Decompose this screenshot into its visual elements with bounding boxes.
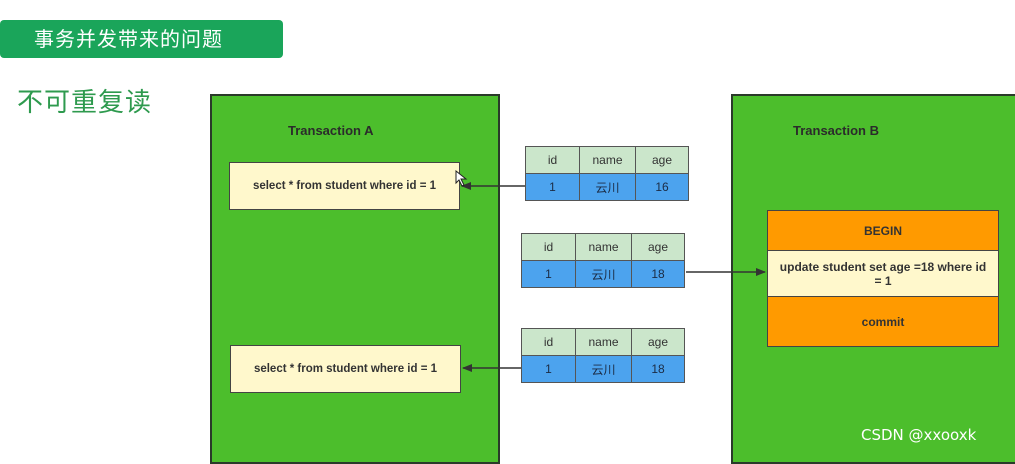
transaction-b-title: Transaction B	[793, 123, 879, 138]
begin-statement: BEGIN	[767, 210, 999, 251]
result-table-initial: id name age 1 云川 16	[525, 146, 689, 201]
table-cell-id: 1	[525, 173, 580, 201]
update-statement: update student set age =18 where id = 1	[767, 251, 999, 297]
transaction-a-panel: Transaction A	[210, 94, 500, 464]
mouse-pointer-icon	[455, 170, 468, 187]
transaction-a-first-select: select * from student where id = 1	[229, 162, 460, 210]
page-title-badge: 事务并发带来的问题	[0, 20, 283, 58]
table-cell-id: 1	[521, 260, 576, 288]
section-subtitle: 不可重复读	[17, 88, 153, 118]
transaction-a-title: Transaction A	[288, 123, 374, 138]
result-table-reread: id name age 1 云川 18	[521, 328, 685, 383]
table-header-age: age	[631, 328, 685, 356]
table-cell-age: 18	[631, 260, 685, 288]
commit-statement: commit	[767, 297, 999, 347]
table-header-id: id	[521, 328, 576, 356]
table-header-id: id	[525, 146, 580, 174]
result-table-updated: id name age 1 云川 18	[521, 233, 685, 288]
table-header-name: name	[575, 328, 632, 356]
watermark-text: CSDN @xxooxk	[861, 426, 977, 444]
table-cell-name: 云川	[575, 355, 632, 383]
table-cell-name: 云川	[579, 173, 636, 201]
table-header-age: age	[635, 146, 689, 174]
table-cell-id: 1	[521, 355, 576, 383]
transaction-a-second-select: select * from student where id = 1	[230, 345, 461, 393]
table-header-name: name	[579, 146, 636, 174]
table-cell-name: 云川	[575, 260, 632, 288]
table-cell-age: 18	[631, 355, 685, 383]
table-cell-age: 16	[635, 173, 689, 201]
transaction-b-statements: BEGIN update student set age =18 where i…	[767, 210, 999, 347]
table-header-name: name	[575, 233, 632, 261]
